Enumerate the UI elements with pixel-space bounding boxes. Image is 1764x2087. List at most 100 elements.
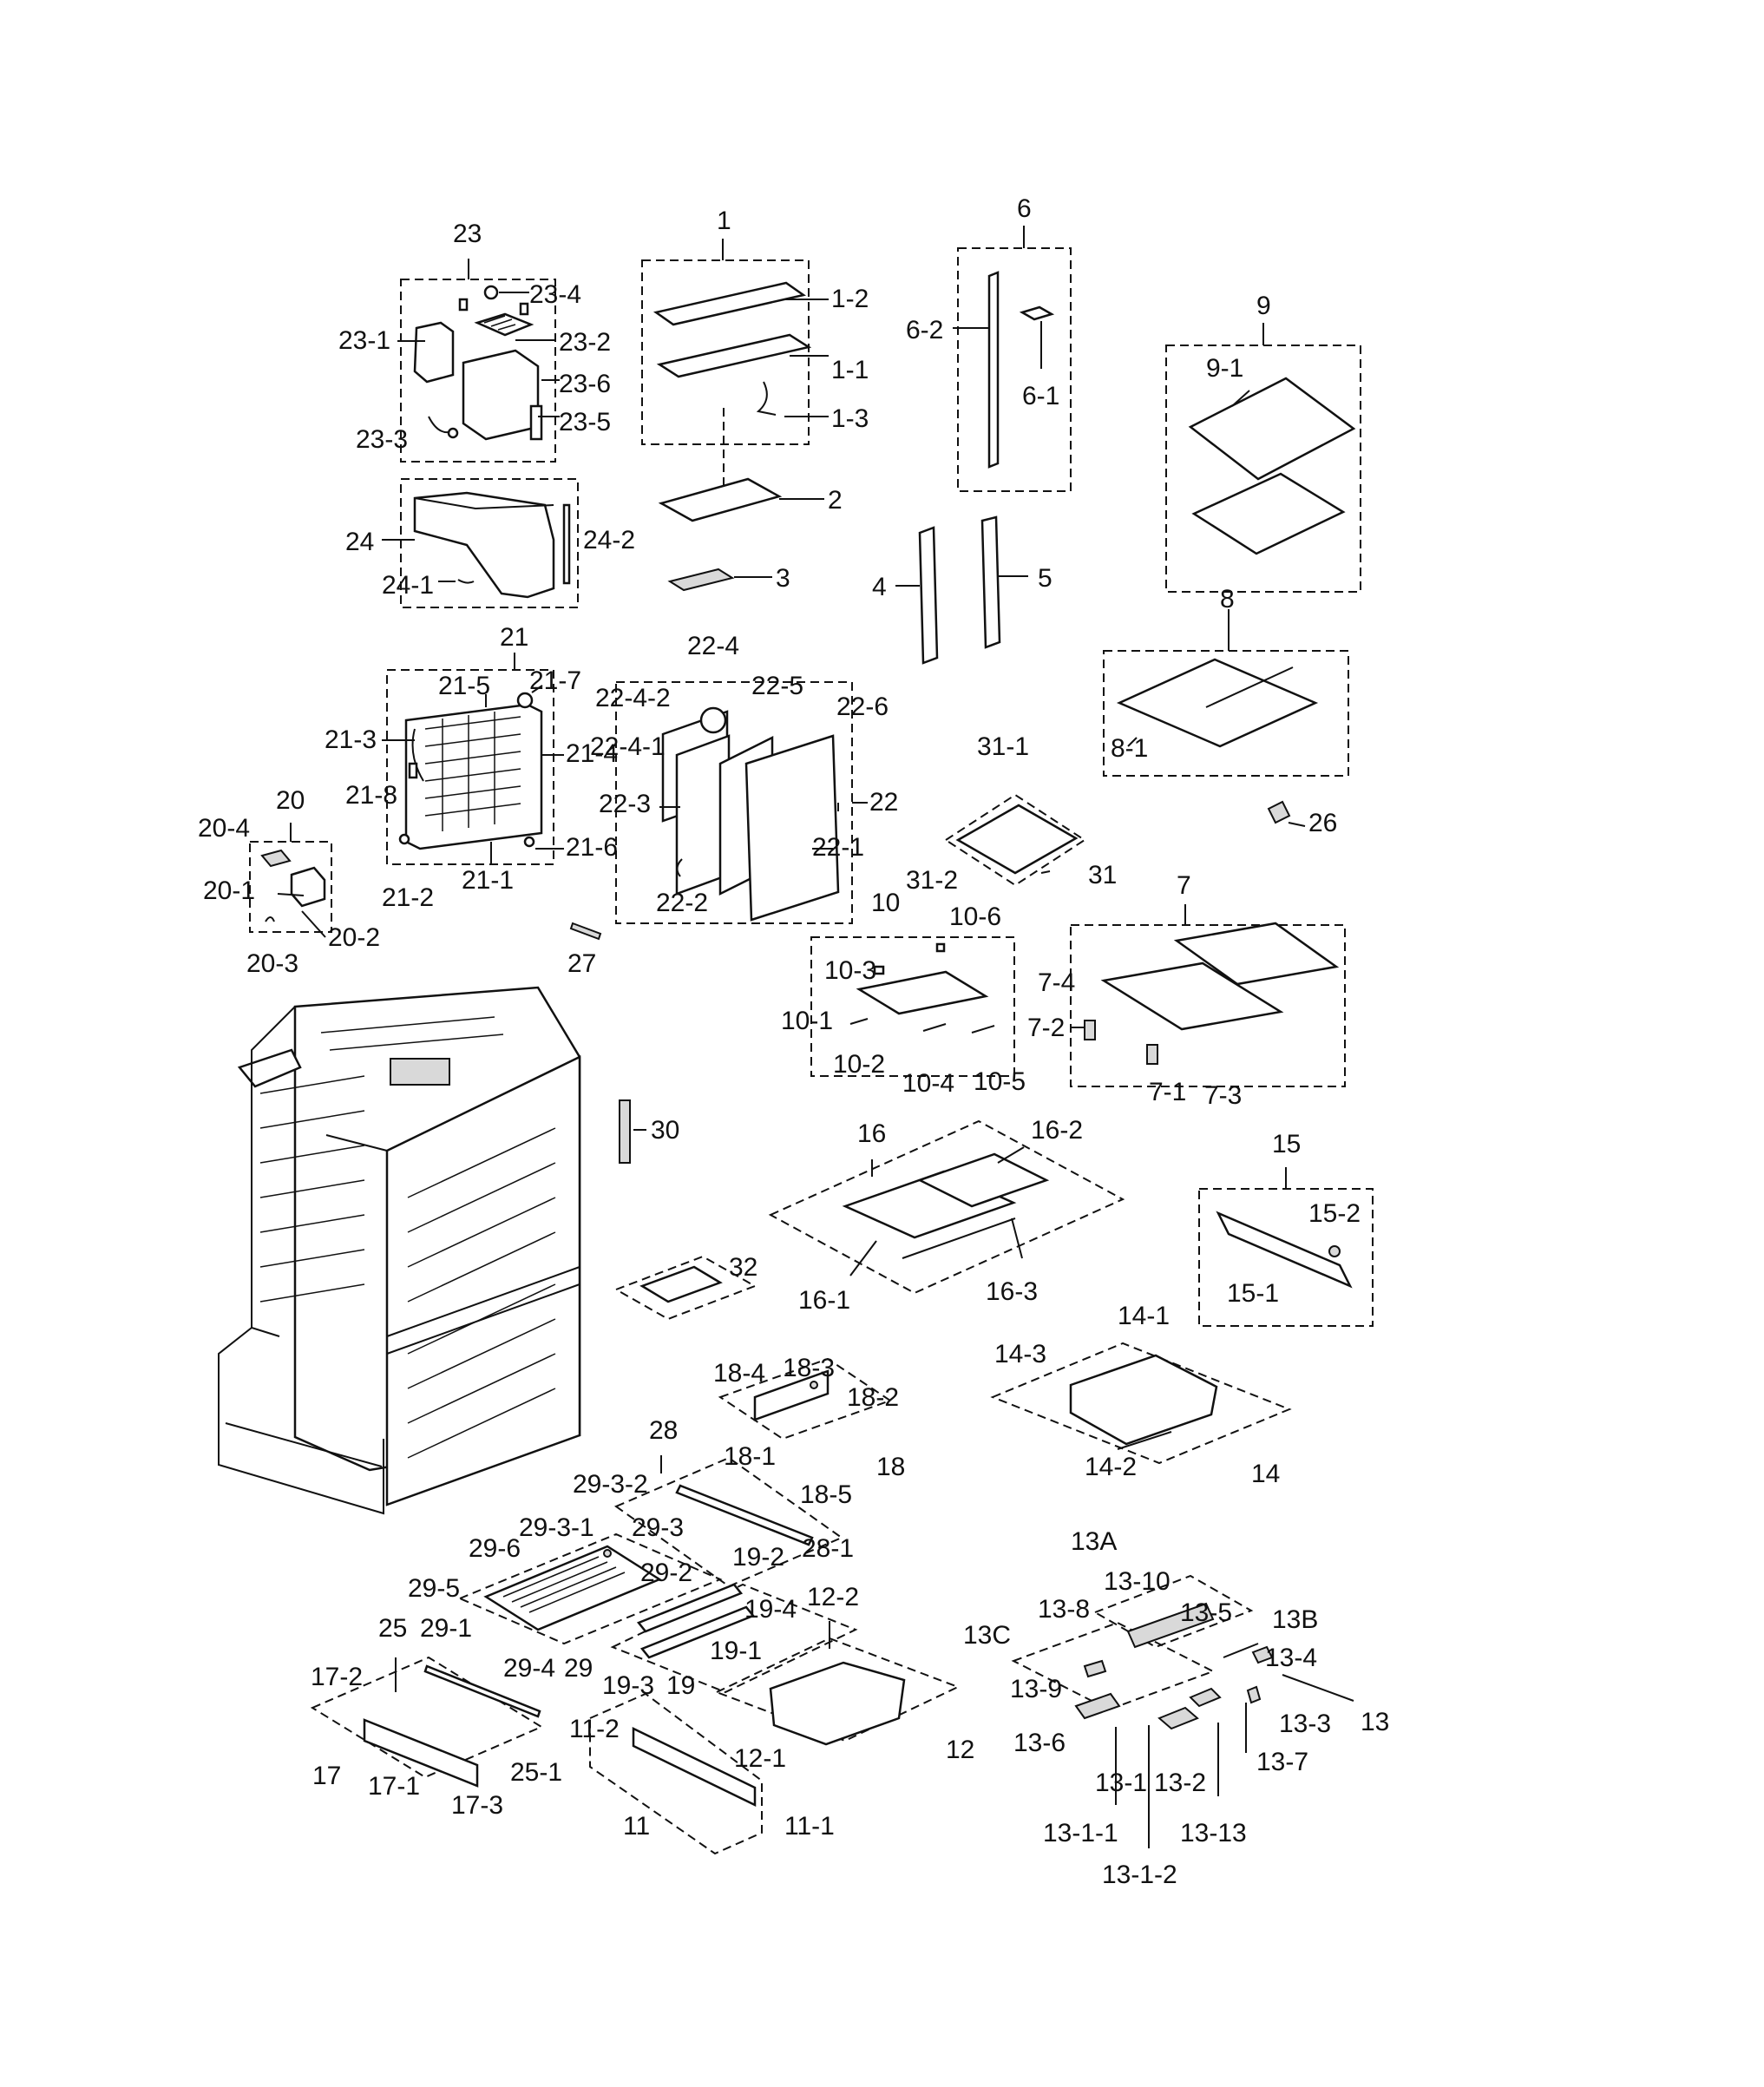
label-24: 24 [345, 528, 375, 556]
label-15-2: 15-2 [1308, 1199, 1361, 1228]
group-1-cover [641, 239, 829, 592]
label-13A: 13A [1071, 1527, 1118, 1556]
label-7-4: 7-4 [1038, 968, 1076, 997]
label-16-3: 16-3 [986, 1277, 1039, 1306]
label-11-2: 11-2 [569, 1715, 620, 1743]
label-17: 17 [312, 1762, 342, 1790]
label-29-4: 29-4 [503, 1654, 556, 1683]
label-7-2: 7-2 [1027, 1014, 1066, 1042]
part-30 [619, 1099, 646, 1164]
label-1-2: 1-2 [831, 285, 869, 313]
label-29-2: 29-2 [640, 1559, 693, 1587]
label-12-1: 12-1 [734, 1744, 787, 1773]
label-19-3: 19-3 [602, 1671, 655, 1700]
label-10-5: 10-5 [974, 1067, 1026, 1096]
label-9: 9 [1256, 292, 1271, 320]
label-28: 28 [649, 1416, 679, 1445]
group-23-icemaker [397, 259, 560, 463]
label-14-2: 14-2 [1085, 1453, 1138, 1481]
label-10-1: 10-1 [781, 1007, 834, 1035]
group-21-evaporator [382, 653, 564, 865]
label-9-1: 9-1 [1206, 354, 1244, 383]
label-6-1: 6-1 [1022, 382, 1060, 410]
label-13B: 13B [1272, 1605, 1319, 1634]
group-7-shelf [1070, 904, 1346, 1087]
label-16-2: 16-2 [1031, 1116, 1084, 1145]
label-29: 29 [564, 1654, 593, 1683]
label-13-5: 13-5 [1180, 1598, 1233, 1627]
label-13-4: 13-4 [1265, 1644, 1318, 1672]
label-23-2: 23-2 [559, 328, 612, 357]
group-14-drawer [990, 1342, 1292, 1465]
part-27 [569, 922, 602, 941]
label-22-4: 22-4 [687, 632, 740, 660]
group-12-drawer [714, 1621, 961, 1746]
label-4: 4 [872, 573, 887, 601]
label-31-2: 31-2 [906, 866, 959, 895]
label-12: 12 [946, 1736, 975, 1764]
group-22-fan-cover [615, 681, 868, 924]
label-13-2: 13-2 [1154, 1769, 1207, 1797]
label-19-2: 19-2 [732, 1543, 785, 1572]
label-6: 6 [1017, 194, 1032, 223]
label-23-5: 23-5 [559, 408, 612, 436]
label-20-2: 20-2 [328, 923, 381, 952]
label-21-5: 21-5 [438, 672, 491, 700]
label-31-1: 31-1 [977, 732, 1030, 761]
label-23-3: 23-3 [356, 425, 409, 454]
label-13-13: 13-13 [1180, 1819, 1247, 1847]
label-18-1: 18-1 [724, 1442, 777, 1471]
label-30: 30 [651, 1116, 680, 1145]
label-13: 13 [1361, 1708, 1390, 1736]
label-21-1: 21-1 [462, 866, 515, 895]
label-22-6: 22-6 [836, 692, 889, 721]
group-16-shelf [768, 1119, 1125, 1295]
label-13C: 13C [963, 1621, 1012, 1650]
label-15: 15 [1272, 1130, 1302, 1158]
label-10: 10 [871, 889, 901, 917]
label-25: 25 [378, 1614, 408, 1643]
label-23-1: 23-1 [338, 326, 391, 355]
label-29-5: 29-5 [408, 1574, 461, 1603]
group-11-panel [589, 1692, 763, 1855]
label-22-4-2: 22-4-2 [595, 684, 671, 712]
label-13-10: 13-10 [1104, 1567, 1171, 1596]
label-13-1-2: 13-1-2 [1102, 1861, 1177, 1889]
label-19-4: 19-4 [744, 1595, 797, 1624]
label-21: 21 [500, 623, 529, 652]
label-6-2: 6-2 [906, 316, 944, 345]
label-8-1: 8-1 [1111, 734, 1149, 763]
label-21-6: 21-6 [566, 833, 619, 862]
label-27: 27 [567, 949, 597, 978]
label-29-6: 29-6 [469, 1534, 521, 1563]
label-13-7: 13-7 [1256, 1748, 1309, 1776]
label-1-1: 1-1 [831, 356, 869, 384]
label-13-9: 13-9 [1010, 1675, 1063, 1703]
label-23: 23 [453, 220, 482, 248]
label-29-3: 29-3 [632, 1513, 685, 1542]
label-18-2: 18-2 [847, 1383, 900, 1412]
label-7-3: 7-3 [1204, 1081, 1243, 1110]
label-22: 22 [869, 788, 899, 817]
label-12-2: 12-2 [807, 1583, 860, 1611]
group-32-part [613, 1255, 757, 1321]
label-26: 26 [1308, 809, 1338, 837]
label-20-1: 20-1 [203, 876, 256, 905]
label-29-3-2: 29-3-2 [573, 1470, 648, 1499]
group-8-shelf [1103, 609, 1349, 827]
label-14: 14 [1251, 1460, 1281, 1488]
label-3: 3 [776, 564, 790, 593]
label-17-3: 17-3 [451, 1791, 504, 1820]
label-13-8: 13-8 [1038, 1595, 1091, 1624]
label-13-6: 13-6 [1013, 1729, 1066, 1757]
label-22-2: 22-2 [656, 889, 709, 917]
label-1: 1 [717, 207, 731, 235]
label-28-1: 28-1 [802, 1534, 855, 1563]
group-15-rail [1198, 1167, 1374, 1327]
group-29-drawer [457, 1532, 723, 1645]
group-6-door-parts [895, 226, 1072, 665]
label-29-1: 29-1 [420, 1614, 473, 1643]
label-5: 5 [1038, 564, 1052, 593]
